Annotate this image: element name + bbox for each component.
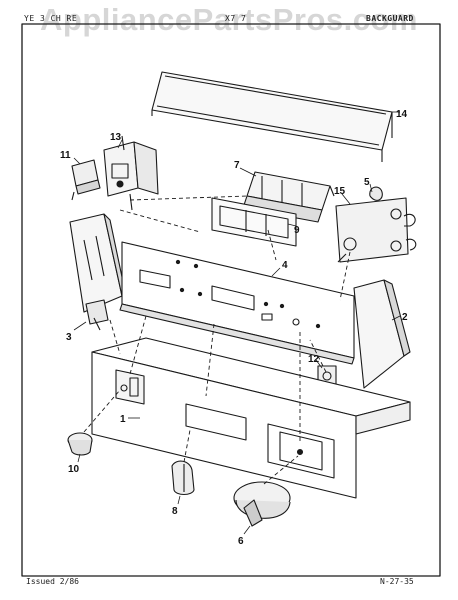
part-10-knob <box>67 432 93 456</box>
callout-3: 3 <box>66 332 72 343</box>
diagram-border <box>21 23 441 577</box>
callout-11: 11 <box>60 150 71 161</box>
leader-lines <box>73 111 401 535</box>
footer-issued: Issued 2/86 <box>26 577 79 586</box>
part-1-front-panel <box>91 337 411 499</box>
callout-10: 10 <box>68 464 80 475</box>
callout-13: 13 <box>110 132 122 143</box>
callout-8: 8 <box>172 506 178 517</box>
part-8-knob <box>171 460 195 496</box>
part-4-main-panel <box>119 241 355 365</box>
part-5-timer <box>335 186 417 263</box>
part-9-bracket <box>211 197 297 247</box>
part-14-top-trim <box>151 71 393 162</box>
callout-4: 4 <box>282 260 288 271</box>
part-11-component <box>71 159 101 201</box>
callout-7: 7 <box>234 160 240 171</box>
footer-page-code: N-27-35 <box>380 577 414 586</box>
callout-2: 2 <box>402 312 408 323</box>
header-left-code: YE 3 CH RE <box>24 14 78 23</box>
header-center-code: X7 7 <box>225 14 247 23</box>
assembly-lines <box>83 195 351 485</box>
callout-6: 6 <box>238 536 244 547</box>
header-title: BACKGUARD <box>366 14 414 23</box>
part-3-end-cap <box>69 213 127 331</box>
part-2-end-cap <box>353 279 411 389</box>
callout-9: 9 <box>294 225 300 236</box>
callout-12: 12 <box>308 354 320 365</box>
callout-15: 15 <box>334 186 346 197</box>
callout-5: 5 <box>364 177 370 188</box>
part-6-timer-knob <box>233 481 291 527</box>
callout-1: 1 <box>120 414 126 425</box>
part-13-switch <box>103 135 159 211</box>
callout-14: 14 <box>396 109 408 120</box>
